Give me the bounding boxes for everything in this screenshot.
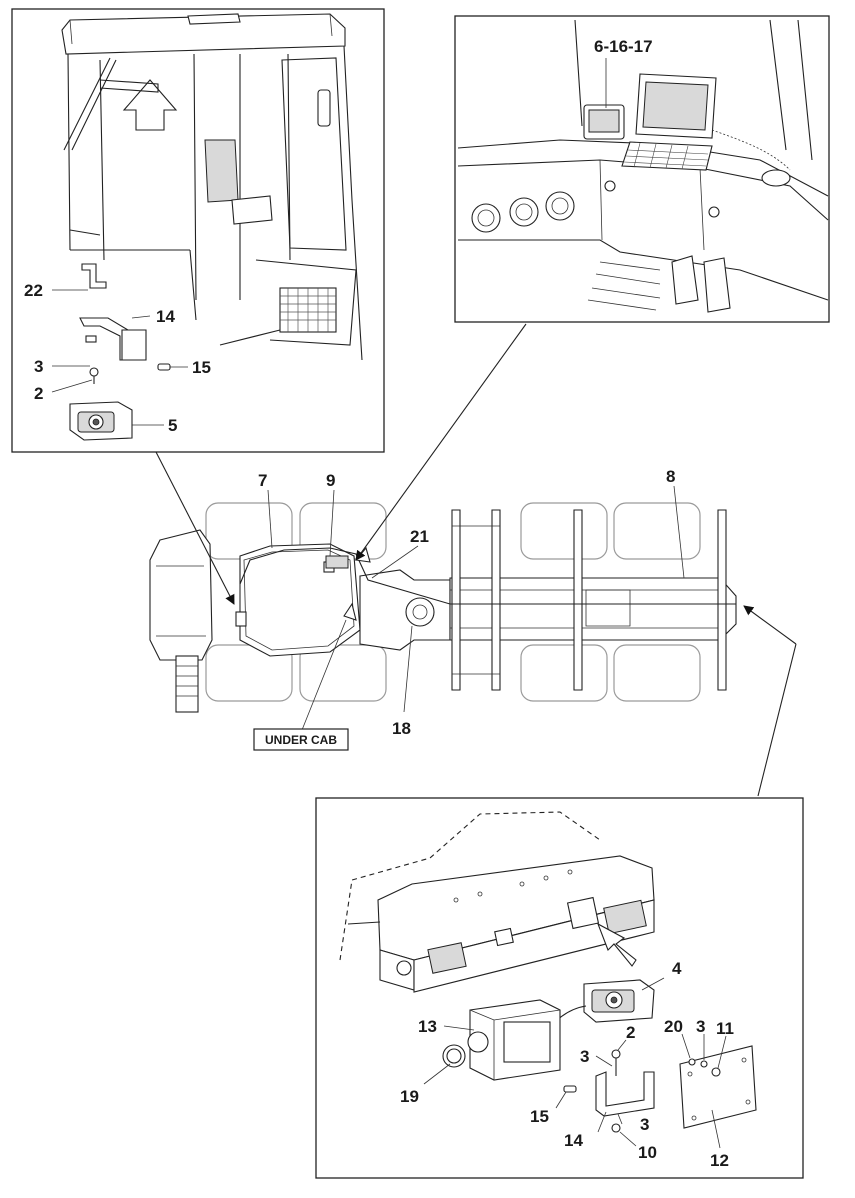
camera-rear bbox=[583, 979, 655, 1023]
callout-7: 7 bbox=[258, 471, 267, 490]
dash-main-monitor bbox=[621, 73, 717, 171]
callout-labels: 22 14 3 15 2 5 6-16-17 7 9 8 21 18 UNDER… bbox=[24, 37, 734, 1170]
callout-12: 12 bbox=[710, 1151, 729, 1170]
callout-14-bottom: 14 bbox=[564, 1131, 583, 1150]
callout-3-top: 3 bbox=[34, 357, 43, 376]
callout-8: 8 bbox=[666, 467, 675, 486]
camera-top bbox=[69, 401, 133, 441]
callout-6-16-17: 6-16-17 bbox=[594, 37, 653, 56]
callout-2-top: 2 bbox=[34, 384, 43, 403]
under-cab-label: UNDER CAB bbox=[265, 733, 337, 747]
inset-rear-camera bbox=[315, 797, 804, 1179]
callout-15-top: 15 bbox=[192, 358, 211, 377]
callout-11: 11 bbox=[716, 1019, 734, 1038]
callout-3-bottom-c: 3 bbox=[640, 1115, 649, 1134]
callout-14-top: 14 bbox=[156, 307, 175, 326]
callout-5: 5 bbox=[168, 416, 177, 435]
callout-13: 13 bbox=[418, 1017, 437, 1036]
callout-3-bottom-b: 3 bbox=[696, 1017, 705, 1036]
inset-cab-camera bbox=[11, 8, 385, 453]
callout-21: 21 bbox=[410, 527, 429, 546]
dash-camera-display bbox=[583, 104, 625, 140]
callout-10: 10 bbox=[638, 1143, 657, 1162]
leader-arrows bbox=[155, 323, 797, 797]
callout-3-bottom-a: 3 bbox=[580, 1047, 589, 1066]
callout-4: 4 bbox=[672, 959, 682, 978]
under-cab-box: UNDER CAB bbox=[253, 728, 349, 751]
callout-19: 19 bbox=[400, 1087, 419, 1106]
callout-18: 18 bbox=[392, 719, 411, 738]
callout-2-bottom: 2 bbox=[626, 1023, 635, 1042]
chassis-top-view bbox=[149, 502, 737, 713]
inset-dashboard-monitor bbox=[454, 15, 830, 323]
callout-9: 9 bbox=[326, 471, 335, 490]
callout-15-bottom: 15 bbox=[530, 1107, 549, 1126]
callout-20: 20 bbox=[664, 1017, 683, 1036]
callout-22: 22 bbox=[24, 281, 43, 300]
